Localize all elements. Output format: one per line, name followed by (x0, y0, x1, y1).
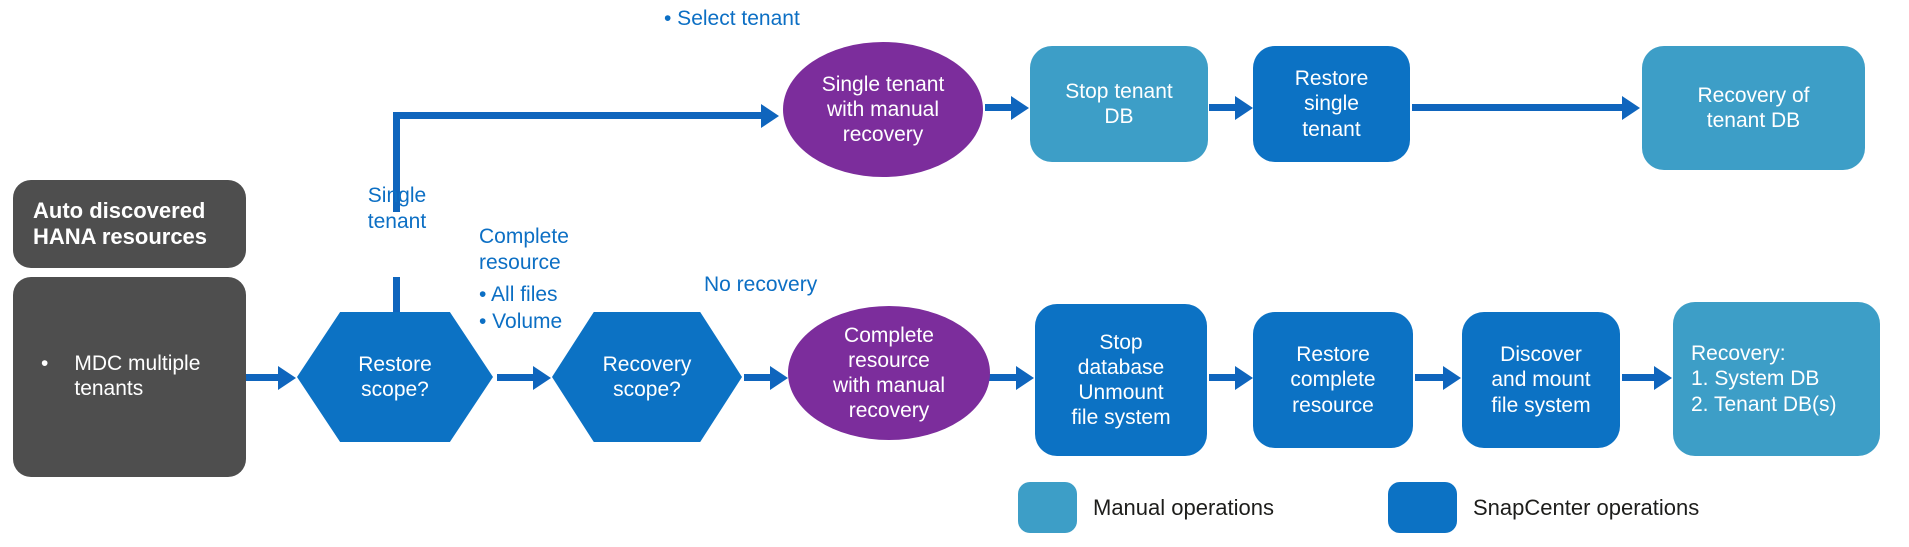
restore-single-tenant-step: Restore single tenant (1253, 46, 1410, 162)
single-tenant-manual-recovery-ellipse: Single tenant with manual recovery (783, 42, 983, 177)
bullet-icon: • (41, 352, 49, 375)
mdc-multiple-tenants-label: MDC multiple tenants (74, 352, 201, 401)
label-all-files: • All files (479, 283, 558, 306)
label-volume: • Volume (479, 310, 563, 333)
connector-single-tenant-branch-vertical-lower (393, 277, 400, 313)
discover-and-mount-step: Discover and mount file system (1462, 312, 1620, 448)
stop-tenant-db-step: Stop tenant DB (1030, 46, 1208, 162)
restore-complete-resource-step: Restore complete resource (1253, 312, 1413, 448)
connector-single-tenant-branch-to-ellipse (393, 112, 761, 119)
connector-restore-scope-to-recovery-scope (497, 374, 533, 381)
recovery-scope-decision: Recovery scope? (552, 312, 742, 442)
legend-snapcenter-label: SnapCenter operations (1473, 495, 1700, 520)
label-single-tenant: Single tenant (367, 184, 427, 234)
connector-stop-database-to-restore-complete (1209, 374, 1235, 381)
connector-single-tenant-branch-vertical-upper (393, 112, 400, 212)
mdc-multiple-tenants-box: • MDC multiple tenants (13, 277, 246, 477)
legend-manual-label: Manual operations (1093, 495, 1275, 520)
connector-stop-tenant-db-to-restore-single (1209, 104, 1235, 111)
connector-discover-to-final-recovery (1622, 374, 1654, 381)
connector-restore-complete-to-discover (1415, 374, 1443, 381)
connector-recovery-scope-to-complete-resource (744, 374, 770, 381)
final-recovery-step: Recovery: 1. System DB 2. Tenant DB(s) (1673, 302, 1880, 456)
connector-ellipse-to-stop-tenant-db (985, 104, 1011, 111)
stop-database-unmount-step: Stop database Unmount file system (1035, 304, 1207, 456)
legend-snapcenter-swatch (1388, 482, 1457, 533)
connector-mdc-to-restore-scope (246, 374, 278, 381)
connector-restore-single-to-recovery-of-tenant (1412, 104, 1622, 111)
label-select-tenant: • Select tenant (664, 7, 800, 30)
recovery-of-tenant-db-step: Recovery of tenant DB (1642, 46, 1865, 170)
connector-complete-resource-to-stop-database (988, 374, 1016, 381)
label-no-recovery: No recovery (704, 273, 818, 296)
auto-discovered-resources-box: Auto discovered HANA resources (13, 180, 246, 268)
label-complete-resource: Complete resource (479, 225, 569, 275)
restore-scope-decision: Restore scope? (297, 312, 493, 442)
legend-manual-swatch (1018, 482, 1077, 533)
complete-resource-manual-recovery-ellipse: Complete resource with manual recovery (788, 306, 990, 440)
